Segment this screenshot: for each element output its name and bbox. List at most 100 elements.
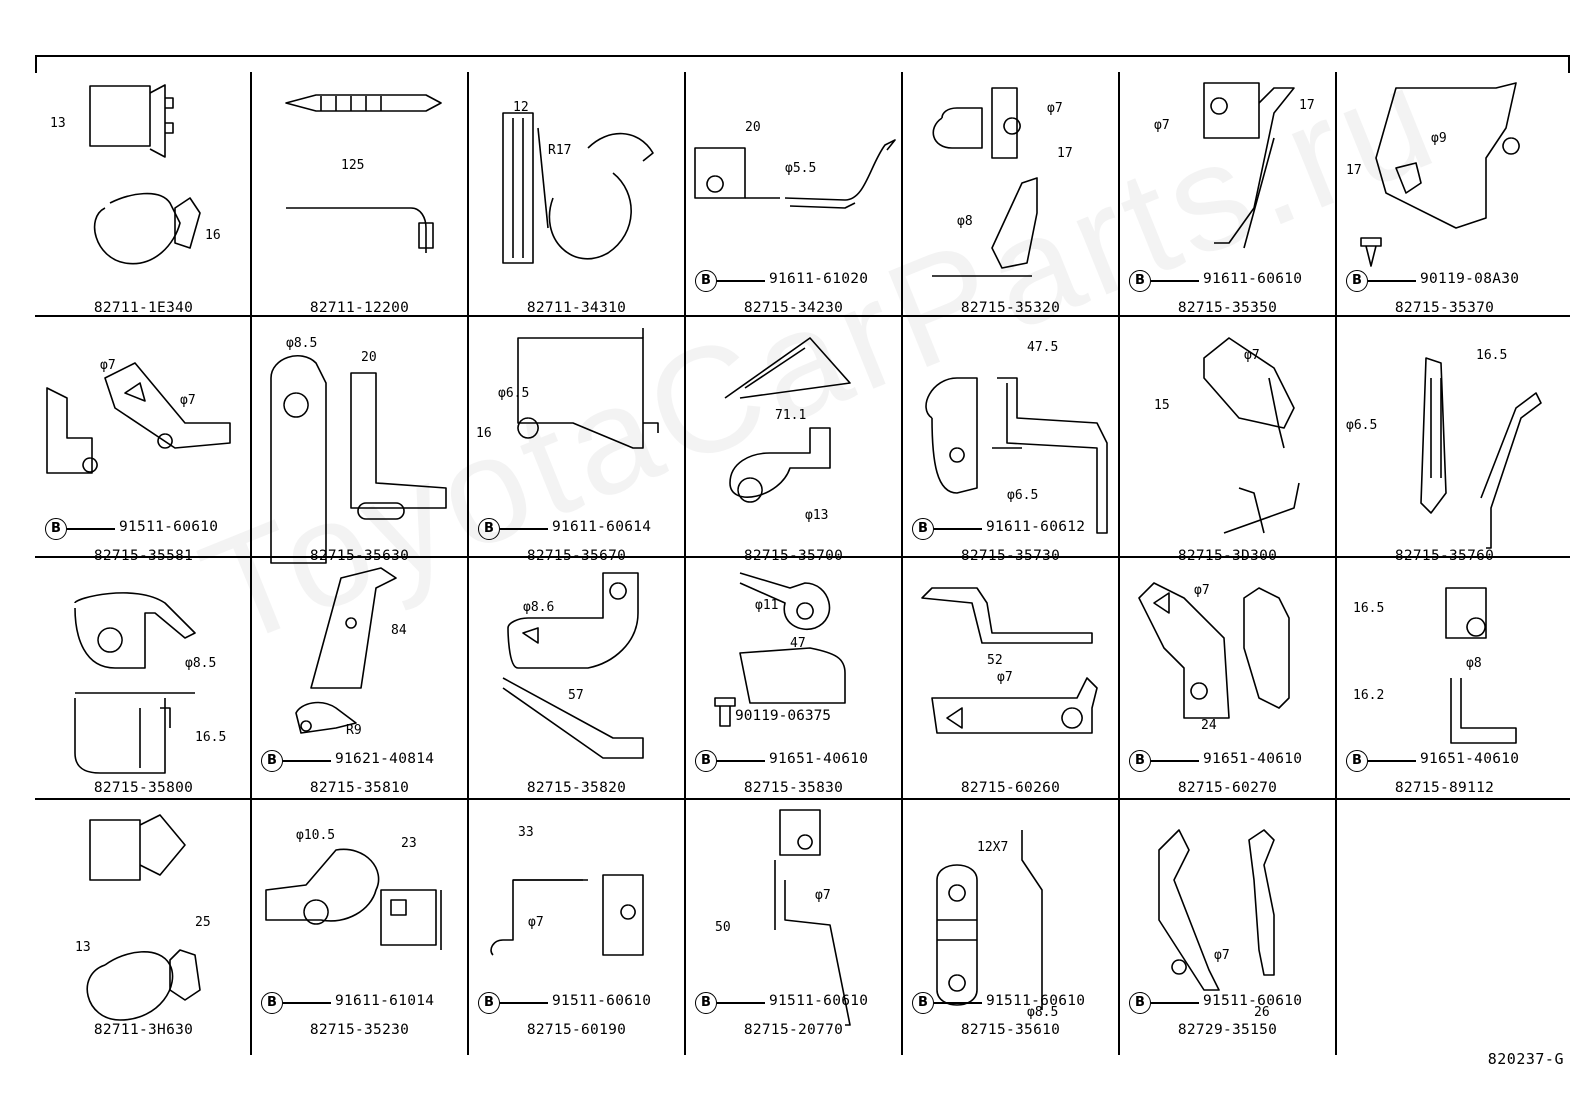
part-number[interactable]: 82715-60190 — [526, 1022, 627, 1038]
sketch-stroke — [104, 362, 231, 449]
part-number[interactable]: 82711-1E340 — [93, 300, 194, 316]
dimension-label: φ6.5 — [1007, 488, 1039, 503]
part-number[interactable]: 82715-35610 — [960, 1022, 1061, 1038]
sketch-stroke — [729, 427, 831, 498]
bolt-part-number: 91651-40610 — [1420, 751, 1520, 767]
part-number[interactable]: 82715-60260 — [960, 780, 1061, 796]
sketch-stroke — [548, 172, 632, 260]
part-sketch — [1138, 582, 1290, 719]
part-number[interactable]: 82715-35581 — [93, 548, 194, 564]
dimension-label: R17 — [548, 143, 572, 158]
sketch-stroke — [744, 347, 806, 389]
part-number[interactable]: 82715-89112 — [1394, 780, 1495, 796]
part-number[interactable]: 82715-35230 — [309, 1022, 410, 1038]
sketch-stroke — [1248, 829, 1275, 976]
dimension-label: 23 — [401, 836, 417, 851]
sketch-stroke — [303, 899, 329, 925]
part-sketch — [265, 848, 442, 950]
bolt-symbol-icon: B — [45, 518, 67, 540]
part-number[interactable]: 82711-34310 — [526, 300, 627, 316]
part-number[interactable]: 82711-12200 — [309, 300, 410, 316]
dimension-label: φ7 — [1194, 583, 1210, 598]
dimension-label: φ9 — [1431, 131, 1447, 146]
bolt-part-number: 91611-60610 — [1203, 271, 1303, 287]
part-number[interactable]: 82715-35700 — [743, 548, 844, 564]
part-number[interactable]: 82715-35350 — [1177, 300, 1278, 316]
dimension-label: φ6.5 — [1346, 418, 1378, 433]
dimension-label: 13 — [50, 116, 66, 131]
sketch-stroke — [74, 592, 196, 669]
bolt-part-number: 91611-60614 — [552, 519, 652, 535]
sketch-stroke — [160, 707, 171, 728]
leader-line — [67, 528, 115, 530]
dimension-label: φ8.5 — [185, 656, 217, 671]
part-number[interactable]: 82715-35830 — [743, 780, 844, 796]
bolt-part-number: 91611-60612 — [986, 519, 1086, 535]
part-sketch — [517, 328, 659, 449]
dimension-label: 16 — [205, 228, 221, 243]
part-number[interactable]: 82715-35760 — [1394, 548, 1495, 564]
dimension-label: 71.1 — [775, 408, 807, 423]
part-number[interactable]: 82715-3D300 — [1177, 548, 1278, 564]
sketch-stroke — [522, 627, 539, 644]
leader-line — [934, 1002, 982, 1004]
sketch-stroke — [797, 834, 813, 850]
part-number[interactable]: 82715-35320 — [960, 300, 1061, 316]
bolt-symbol-icon: B — [261, 750, 283, 772]
sketch-stroke — [620, 904, 636, 920]
col-divider-6 — [1335, 72, 1337, 1055]
dimension-label: 24 — [1201, 718, 1217, 733]
sketch-stroke — [295, 701, 357, 734]
part-sketch — [502, 112, 654, 264]
sketch-stroke — [1061, 707, 1083, 729]
part-number[interactable]: 82715-35820 — [526, 780, 627, 796]
sketch-stroke — [418, 222, 434, 249]
leader-line — [934, 528, 982, 530]
part-sketch — [270, 354, 447, 564]
dimension-label: φ8 — [1466, 656, 1482, 671]
part-number[interactable]: 82711-3H630 — [93, 1022, 194, 1038]
part-number[interactable]: 82729-35150 — [1177, 1022, 1278, 1038]
part-sketch — [74, 592, 196, 774]
part-sketch — [86, 814, 201, 1021]
leader-line — [500, 1002, 548, 1004]
part-sketch — [1445, 587, 1517, 744]
part-number[interactable]: 82715-35810 — [309, 780, 410, 796]
part-number[interactable]: 82715-35800 — [93, 780, 194, 796]
leader-line — [500, 528, 548, 530]
part-number[interactable]: 82715-34230 — [743, 300, 844, 316]
sketch-stroke — [991, 177, 1038, 269]
part-number[interactable]: 82715-20770 — [743, 1022, 844, 1038]
dimension-label: φ8.5 — [1027, 1005, 1059, 1020]
dimension-label: φ7 — [1047, 101, 1063, 116]
leader-line — [1368, 280, 1416, 282]
sketch-stroke — [948, 884, 966, 902]
part-number[interactable]: 82715-35630 — [309, 548, 410, 564]
row-divider-3 — [35, 798, 1570, 800]
part-sketch — [1203, 337, 1300, 534]
sketch-stroke — [602, 874, 644, 956]
part-number[interactable]: 82715-35370 — [1394, 300, 1495, 316]
sketch-stroke — [97, 627, 123, 653]
part-number[interactable]: 82715-35670 — [526, 548, 627, 564]
leader-line — [283, 1002, 331, 1004]
dimension-label: 17 — [1299, 98, 1315, 113]
dimension-label: φ7 — [528, 915, 544, 930]
dimension-label: φ8 — [957, 214, 973, 229]
part-number[interactable]: 82715-35730 — [960, 548, 1061, 564]
part-number[interactable]: 82715-60270 — [1177, 780, 1278, 796]
bolt-symbol-icon: B — [261, 992, 283, 1014]
dimension-label: 12X7 — [977, 840, 1009, 855]
sketch-stroke — [779, 809, 821, 856]
